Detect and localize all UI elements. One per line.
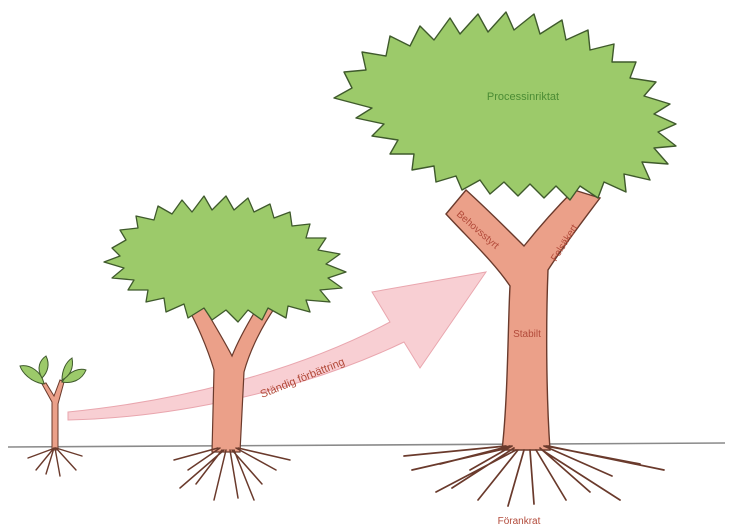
large-tree-foliage [334,12,676,200]
label-forankrat: Förankrat [498,516,541,527]
seedling-roots [28,448,82,476]
ground-line [8,443,725,447]
seedling-stem [42,380,64,450]
label-processinriktat: Processinriktat [487,91,559,103]
small-tree-roots [174,448,290,500]
large-tree-icon [334,12,676,506]
large-tree-roots [404,446,664,506]
seedling-leaf-left-2 [39,356,48,378]
small-tree-foliage [104,196,346,322]
label-stabilt: Stabilt [513,329,541,340]
small-tree-icon [104,196,346,500]
